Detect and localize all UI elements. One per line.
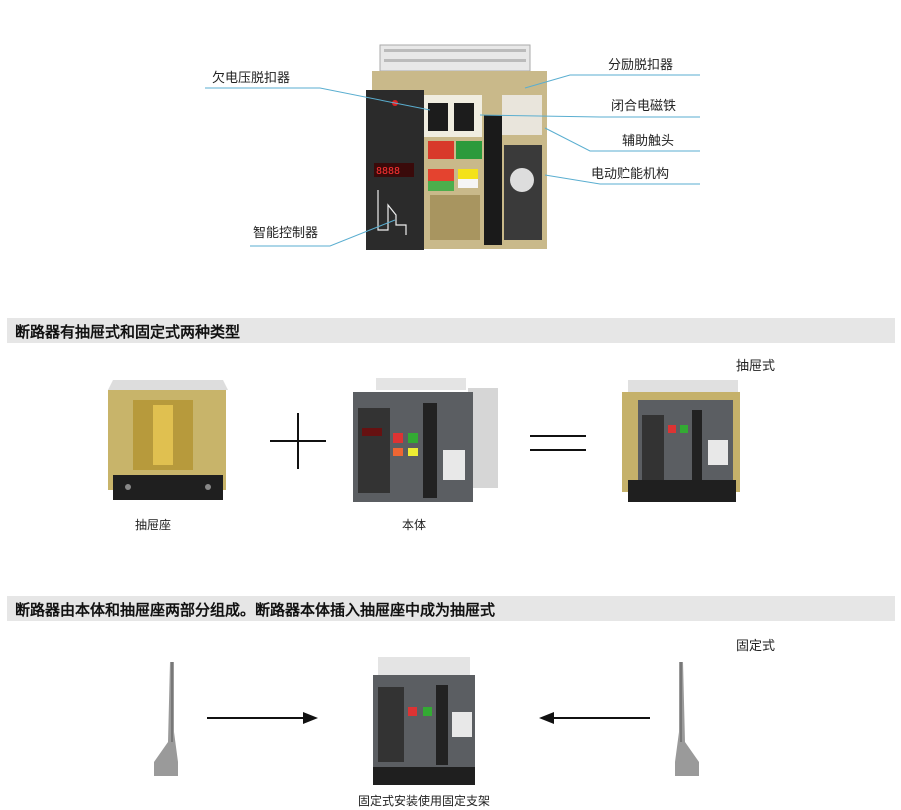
section-header-types: 断路器有抽屉式和固定式两种类型 (7, 318, 895, 343)
caption-body: 本体 (402, 518, 427, 532)
leader-lines (205, 74, 700, 247)
section-title: 断路器有抽屉式和固定式两种类型 (15, 323, 241, 341)
label-auxiliary-contact: 辅助触头 (622, 134, 675, 149)
breaker-internal-photo: 8888 (366, 44, 547, 250)
label-undervoltage-release: 欠电压脱扣器 (212, 71, 291, 86)
equals-sign (530, 435, 586, 451)
leader-line (524, 74, 700, 89)
plus-sign (270, 413, 326, 469)
leader-line (544, 174, 700, 185)
label-motor-energy-storage: 电动贮能机构 (591, 167, 670, 182)
section-title: 断路器由本体和抽屉座两部分组成。断路器本体插入抽屉座中成为抽屉式 (15, 601, 496, 619)
drawer-base-photo (108, 380, 228, 500)
section-header-composition: 断路器由本体和抽屉座两部分组成。断路器本体插入抽屉座中成为抽屉式 (7, 596, 895, 621)
caption-drawer-base: 抽屉座 (135, 518, 172, 532)
caption-fixed-bracket: 固定式安装使用固定支架 (358, 794, 491, 808)
drawout-breaker-photo (622, 380, 740, 502)
svg-text:8888: 8888 (376, 166, 400, 177)
label-drawout-type: 抽屉式 (736, 359, 776, 374)
leader-line (544, 127, 700, 152)
arrow-right (207, 712, 318, 724)
label-closing-electromagnet: 闭合电磁铁 (611, 99, 677, 114)
right-fixed-bracket-photo (675, 662, 699, 776)
fixed-breaker-photo (373, 657, 475, 785)
label-intelligent-controller: 智能控制器 (253, 226, 319, 241)
arrow-left (539, 712, 650, 724)
leader-line (479, 114, 700, 118)
breaker-body-photo (353, 378, 498, 502)
leader-line (250, 219, 396, 247)
left-fixed-bracket-photo (154, 662, 178, 776)
label-fixed-type: 固定式 (736, 639, 776, 654)
label-shunt-release: 分励脱扣器 (608, 58, 674, 73)
leader-line (205, 87, 431, 111)
